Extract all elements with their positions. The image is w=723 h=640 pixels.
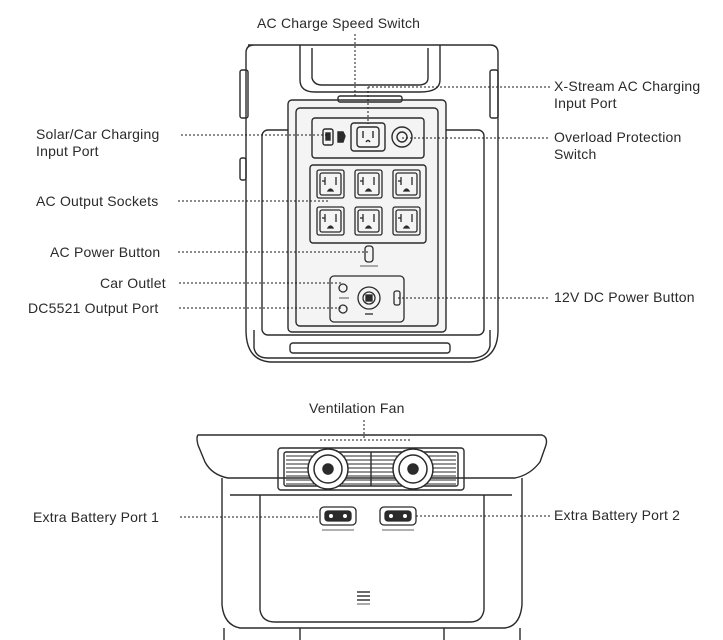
label-solar-car-charging-input-port: Solar/Car Charging Input Port <box>36 126 159 160</box>
label-overload-protection-switch: Overload Protection Switch <box>554 129 682 163</box>
label-dc5521-output-port: DC5521 Output Port <box>28 300 159 316</box>
extra-battery-port-2 <box>379 506 417 531</box>
label-ac-charge-speed-switch: AC Charge Speed Switch <box>257 15 421 31</box>
top-view-unit <box>196 434 548 640</box>
ac-power-button <box>360 245 378 267</box>
label-ventilation-fan: Ventilation Fan <box>309 400 405 416</box>
label-overload-line2: Switch <box>554 146 597 162</box>
ac-output-sockets-group <box>316 169 421 236</box>
leader-lines <box>178 34 550 518</box>
dc-module <box>329 275 405 323</box>
ac-socket <box>392 206 421 236</box>
label-extra-battery-port-2: Extra Battery Port 2 <box>554 507 681 523</box>
ac-socket <box>392 169 421 199</box>
label-ac-output-sockets: AC Output Sockets <box>36 193 159 209</box>
extra-battery-port-1 <box>319 506 357 531</box>
ventilation-fan-icon <box>307 448 434 490</box>
ac-socket <box>354 206 383 236</box>
label-ac-power-button: AC Power Button <box>50 244 161 260</box>
ac-socket <box>354 169 383 199</box>
label-overload-line1: Overload Protection <box>554 129 682 145</box>
leader-ventilation-fan <box>320 420 410 441</box>
label-extra-battery-port-1: Extra Battery Port 1 <box>33 509 160 525</box>
label-xstream-line1: X-Stream AC Charging <box>554 78 701 94</box>
label-xstream-ac-charging-input-port: X-Stream AC Charging Input Port <box>554 78 700 112</box>
label-solar-car-line1: Solar/Car Charging <box>36 126 160 142</box>
label-12v-dc-power-button: 12V DC Power Button <box>554 289 695 305</box>
front-view-unit <box>239 44 499 363</box>
ac-socket <box>316 169 345 199</box>
brand-logo-mark <box>357 591 370 605</box>
label-car-outlet: Car Outlet <box>100 275 166 291</box>
ac-socket <box>316 206 345 236</box>
label-xstream-line2: Input Port <box>554 95 617 111</box>
label-solar-car-line2: Input Port <box>36 143 99 159</box>
